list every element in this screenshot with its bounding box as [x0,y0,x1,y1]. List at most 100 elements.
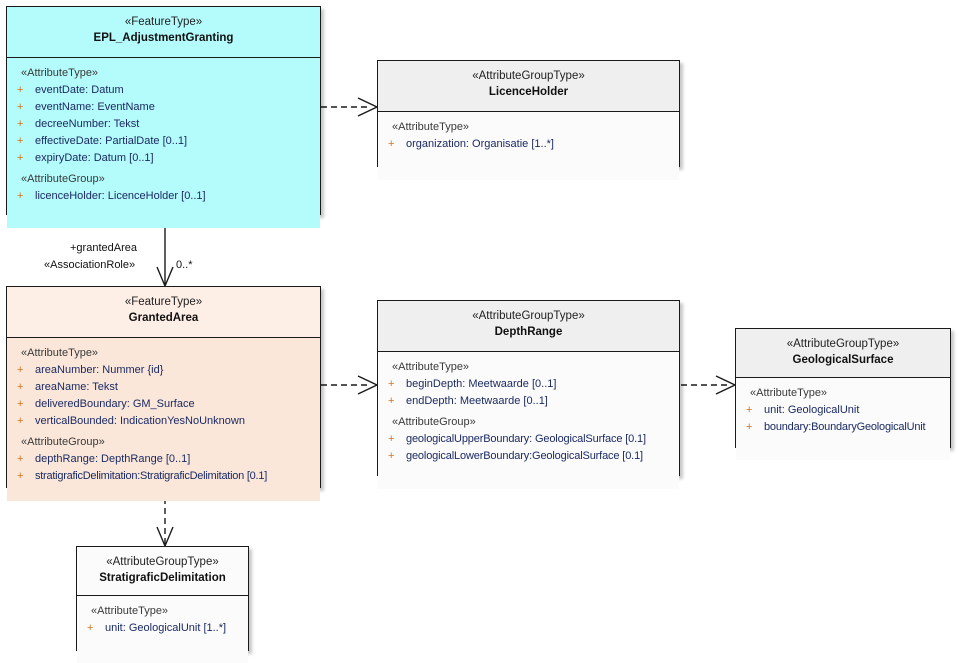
visibility-marker: + [17,364,24,376]
class-licenceholder[interactable]: «AttributeGroupType» LicenceHolder «Attr… [377,60,680,180]
attribute-text: areaNumber: Nummer {id} [35,364,164,376]
class-header-depthrange: «AttributeGroupType» DepthRange [378,301,679,352]
attribute-row[interactable]: + verticalBounded: IndicationYesNoUnknown [7,413,320,430]
compartment-group-label: «AttributeType» [392,121,470,133]
class-body-depthrange: «AttributeType» + beginDepth: Meetwaarde … [378,352,679,489]
class-stereotype: «AttributeGroupType» [106,556,219,568]
attribute-row[interactable]: + stratigraficDelimitation:StratigraficDe… [7,468,320,485]
class-header-geologicalsurface: «AttributeGroupType» GeologicalSurface [736,329,950,378]
attribute-text: areaName: Tekst [35,381,118,393]
compartment-group-label: «AttributeType» [91,605,169,617]
class-body-stratigraficdelimitation: «AttributeType» + unit: GeologicalUnit [1… [77,596,248,663]
attribute-text: unit: GeologicalUnit [1..*] [105,622,227,634]
attribute-row[interactable]: + depthRange: DepthRange [0..1] [7,451,320,468]
visibility-marker: + [17,381,24,393]
visibility-marker: + [17,415,24,427]
attribute-text: stratigraficDelimitation:StratigraficDel… [35,470,268,482]
compartment-group-label: «AttributeType» [750,387,828,399]
visibility-marker: + [388,378,395,390]
visibility-marker: + [388,433,395,445]
class-body-epl-adjustmentgranting: «AttributeType» +eventDate: Datum + event… [7,58,320,228]
attribute-row[interactable]: + decreeNumber: Tekst [7,116,320,133]
attribute-text: effectiveDate: PartialDate [0..1] [35,135,188,147]
attribute-text: beginDepth: Meetwaarde [0..1] [406,378,557,390]
class-stereotype: «AttributeGroupType» [472,310,585,322]
visibility-marker: + [388,138,395,150]
attribute-text: licenceHolder: LicenceHolder [0..1] [35,190,206,202]
class-geologicalsurface[interactable]: «AttributeGroupType» GeologicalSurface «… [735,328,951,460]
attribute-text: eventName: EventName [35,101,155,113]
class-stereotype: «AttributeGroupType» [786,338,900,350]
visibility-marker: + [17,470,24,482]
class-name: GeologicalSurface [792,354,894,366]
visibility-marker: + [388,395,395,407]
visibility-marker: + [17,135,24,147]
attribute-row[interactable]: + eventName: EventName [7,99,320,116]
attribute-row[interactable]: + unit: GeologicalUnit [736,402,950,419]
class-body-grantedarea: «AttributeType» + areaNumber: Nummer {id}… [7,338,320,501]
visibility-marker: + [388,450,395,462]
attribute-row[interactable]: + organization: Organisatie [1..*] [378,136,679,153]
class-body-geologicalsurface: «AttributeType» + unit: GeologicalUnit +b… [736,378,950,460]
attribute-text: decreeNumber: Tekst [35,118,140,130]
compartment-group-label: «AttributeGroup» [21,436,105,448]
visibility-marker: + [17,453,24,465]
attribute-text: organization: Organisatie [1..*] [406,138,554,150]
attribute-text: geologicalLowerBoundary:GeologicalSurfac… [406,450,643,462]
attribute-row[interactable]: + areaName: Tekst [7,379,320,396]
class-name: GrantedArea [128,312,199,324]
compartment-group-label: «AttributeType» [392,361,470,373]
class-stereotype: «FeatureType» [124,16,203,28]
attribute-row[interactable]: +boundary:BoundaryGeologicalUnit [736,419,950,436]
attribute-row[interactable]: + geologicalLowerBoundary:GeologicalSurfa… [378,448,679,465]
class-header-epl-adjustmentgranting: «FeatureType» EPL_AdjustmentGranting [7,7,320,58]
class-stratigraficdelimitation[interactable]: «AttributeGroupType» StratigraficDelimit… [76,546,249,663]
dependency-licenceholder [321,97,379,117]
class-name: DepthRange [494,326,563,338]
class-name: LicenceHolder [488,86,569,98]
attribute-row[interactable]: + licenceHolder: LicenceHolder [0..1] [7,188,320,205]
visibility-marker: + [17,84,24,96]
class-epl-adjustmentgranting[interactable]: «FeatureType» EPL_AdjustmentGranting «At… [6,6,321,228]
attribute-row[interactable]: + unit: GeologicalUnit [1..*] [77,620,248,637]
class-name: EPL_AdjustmentGranting [93,32,234,44]
attribute-text: endDepth: Meetwaarde [0..1] [406,395,548,407]
visibility-marker: + [87,622,94,634]
visibility-marker: + [746,421,753,433]
attribute-row[interactable]: + expiryDate: Datum [0..1] [7,150,320,167]
attribute-text: unit: GeologicalUnit [764,404,860,416]
class-depthrange[interactable]: «AttributeGroupType» DepthRange «Attribu… [377,300,680,489]
class-header-stratigraficdelimitation: «AttributeGroupType» StratigraficDelimit… [77,547,248,596]
class-stereotype: «AttributeGroupType» [472,70,585,82]
visibility-marker: + [17,152,24,164]
compartment-group-label: «AttributeGroup» [21,173,105,185]
compartment-group-label: «AttributeGroup» [392,416,476,428]
association-multiplicity: 0..* [176,259,193,271]
class-body-licenceholder: «AttributeType» + organization: Organisat… [378,112,679,180]
attribute-row[interactable]: + endDepth: Meetwaarde [0..1] [378,393,679,410]
attribute-text: depthRange: DepthRange [0..1] [35,453,191,465]
visibility-marker: + [17,118,24,130]
class-name: StratigraficDelimitation [99,572,226,584]
visibility-marker: + [17,190,24,202]
attribute-row[interactable]: +deliveredBoundary: GM_Surface [7,396,320,413]
attribute-row[interactable]: + effectiveDate: PartialDate [0..1] [7,133,320,150]
dependency-geologicalsurface [681,375,737,395]
class-header-grantedarea: «FeatureType» GrantedArea [7,287,320,338]
attribute-row[interactable]: + geologicalUpperBoundary: GeologicalSurf… [378,431,679,448]
attribute-row[interactable]: + areaNumber: Nummer {id} [7,362,320,379]
class-stereotype: «FeatureType» [124,296,203,308]
dependency-depthrange [321,375,379,395]
class-grantedarea[interactable]: «FeatureType» GrantedArea «AttributeType… [6,286,321,501]
compartment-group-label: «AttributeType» [21,67,99,79]
attribute-text: verticalBounded: IndicationYesNoUnknown [35,415,245,427]
visibility-marker: + [17,398,24,410]
visibility-marker: + [17,101,24,113]
attribute-row[interactable]: + beginDepth: Meetwaarde [0..1] [378,376,679,393]
compartment-group-label: «AttributeType» [21,347,99,359]
attribute-row[interactable]: +eventDate: Datum [7,82,320,99]
visibility-marker: + [746,404,753,416]
attribute-text: geologicalUpperBoundary: GeologicalSurfa… [406,433,646,445]
attribute-text: expiryDate: Datum [0..1] [35,152,154,164]
